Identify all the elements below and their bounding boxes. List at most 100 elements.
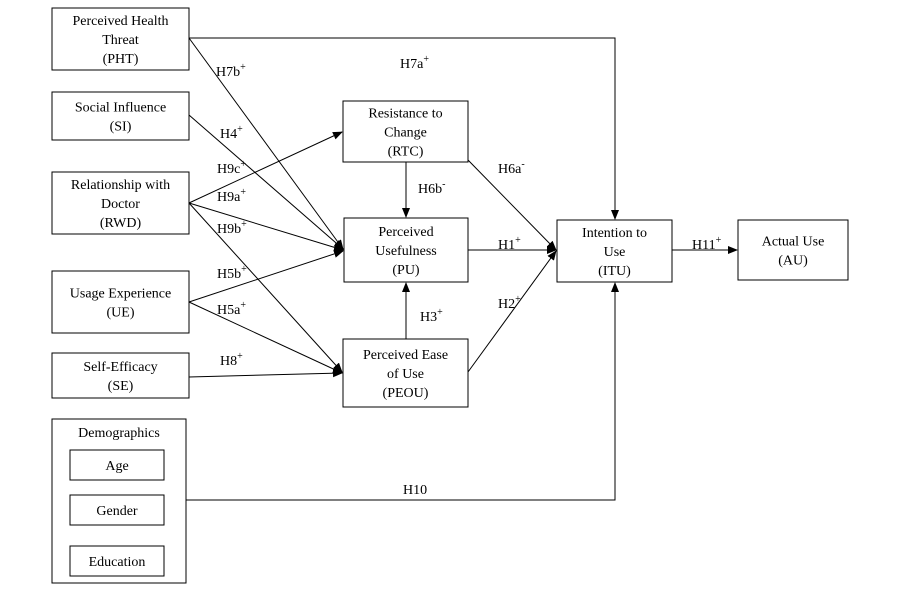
gender-label-line: Gender (96, 504, 138, 519)
hypothesis-h7b: H7b+ (216, 62, 246, 80)
hypothesis-h3: H3+ (420, 307, 443, 325)
peou-label-line: Perceived Ease (363, 348, 448, 363)
hypothesis-sign: + (716, 235, 722, 246)
pu-label-line: Usefulness (375, 244, 436, 259)
se-label-line: Self-Efficacy (83, 360, 157, 375)
node-education: Education (69, 545, 165, 577)
hypothesis-h6a: H6a- (498, 159, 525, 177)
arrow-ue-to-peou (188, 301, 343, 374)
ue-label-line: Usage Experience (70, 287, 171, 302)
hypothesis-name: H9b (217, 222, 241, 237)
hypothesis-sign: + (237, 351, 243, 362)
pu-label-line: (PU) (392, 263, 420, 278)
si-box (51, 91, 190, 141)
hypothesis-sign: + (240, 159, 246, 170)
se-box (51, 352, 190, 399)
node-itu: Intention to Use (ITU) (556, 219, 673, 283)
rwd-label-line: Relationship with (71, 178, 170, 193)
node-au: Actual Use (AU) (737, 219, 849, 281)
hypothesis-name: H2 (498, 297, 515, 312)
arrow-rwd-to-pu (188, 202, 344, 252)
hypothesis-sign: + (241, 219, 247, 230)
hypothesis-name: H7b (216, 65, 240, 80)
au-label-line: Actual Use (762, 235, 825, 250)
hypothesis-sign: + (237, 124, 243, 135)
itu-box (556, 219, 673, 283)
hypothesis-h9c: H9c+ (217, 159, 246, 177)
education-label-line: Education (89, 555, 146, 570)
hypothesis-name: H7a (400, 57, 424, 72)
rwd-box (51, 171, 190, 235)
hypothesis-name: H8 (220, 354, 237, 369)
hypothesis-name: H11 (692, 238, 716, 253)
peou-box (342, 338, 469, 408)
se-label-line: (SE) (108, 379, 134, 394)
rwd-label-line: Doctor (101, 197, 140, 212)
arrow-ue-to-pu (188, 250, 344, 303)
arrow-se-to-peou (188, 369, 343, 378)
hypothesis-sign: + (423, 54, 429, 65)
rtc-label-line: (RTC) (388, 145, 424, 160)
node-gender: Gender (69, 494, 165, 526)
hypothesis-sign: - (442, 179, 445, 190)
hypothesis-sign: + (515, 294, 521, 305)
hypothesis-h11: H11+ (692, 235, 722, 253)
hypothesis-h1: H1+ (498, 235, 521, 253)
peou-label-line: (PEOU) (383, 386, 429, 401)
rtc-box (342, 100, 469, 163)
arrow-demographics-to-itu (186, 282, 619, 501)
pu-box (343, 217, 469, 283)
hypothesis-sign: + (240, 62, 246, 73)
node-peou: Perceived Ease of Use (PEOU) (342, 338, 469, 408)
au-box (737, 219, 849, 281)
hypothesis-name: H5b (217, 267, 241, 282)
hypothesis-name: H6b (418, 182, 442, 197)
hypothesis-name: H6a (498, 162, 522, 177)
arrow-peou-to-itu (467, 250, 557, 373)
node-rtc: Resistance to Change (RTC) (342, 100, 469, 163)
hypothesis-name: H9c (217, 162, 240, 177)
peou-label-line: of Use (387, 367, 424, 382)
hypothesis-h10: H10 (403, 483, 427, 498)
ue-box (51, 270, 190, 334)
hypothesis-name: H10 (403, 483, 427, 498)
hypothesis-name: H9a (217, 190, 241, 205)
node-ue: Usage Experience (UE) (51, 270, 190, 334)
rtc-label-line: Resistance to (368, 107, 442, 122)
demo-label-line: Demographics (78, 426, 160, 441)
hypothesis-name: H1 (498, 238, 515, 253)
hypothesis-sign: - (521, 159, 524, 170)
si-label-line: Social Influence (75, 101, 166, 116)
pht-label-line: Perceived Health (72, 14, 168, 29)
arrow-pht-to-itu (189, 37, 619, 220)
node-se: Self-Efficacy (SE) (51, 352, 190, 399)
pht-label-line: Threat (102, 33, 139, 48)
hypothesis-h6b: H6b- (418, 179, 445, 197)
hypothesis-h7a: H7a+ (400, 54, 429, 72)
hypothesis-sign: + (240, 187, 246, 198)
arrow-rwd-to-peou (188, 202, 343, 373)
hypothesis-sign: + (241, 264, 247, 275)
age-label-line: Age (105, 459, 128, 474)
rtc-label-line: Change (384, 126, 427, 141)
itu-label-line: (ITU) (598, 264, 631, 279)
hypothesis-sign: + (437, 307, 443, 318)
si-label-line: (SI) (110, 120, 132, 135)
itu-label-line: Use (604, 245, 626, 260)
hypothesis-name: H4 (220, 127, 237, 142)
hypothesis-h8: H8+ (220, 351, 243, 369)
gender-box (69, 494, 165, 526)
node-si: Social Influence (SI) (51, 91, 190, 141)
age-box (69, 449, 165, 481)
education-box (69, 545, 165, 577)
hypothesis-h5b: H5b+ (217, 264, 247, 282)
au-label-line: (AU) (778, 254, 808, 269)
hypothesis-h9a: H9a+ (217, 187, 246, 205)
itu-label-line: Intention to (582, 226, 647, 241)
ue-label-line: (UE) (107, 306, 135, 321)
rwd-label-line: (RWD) (100, 216, 142, 231)
